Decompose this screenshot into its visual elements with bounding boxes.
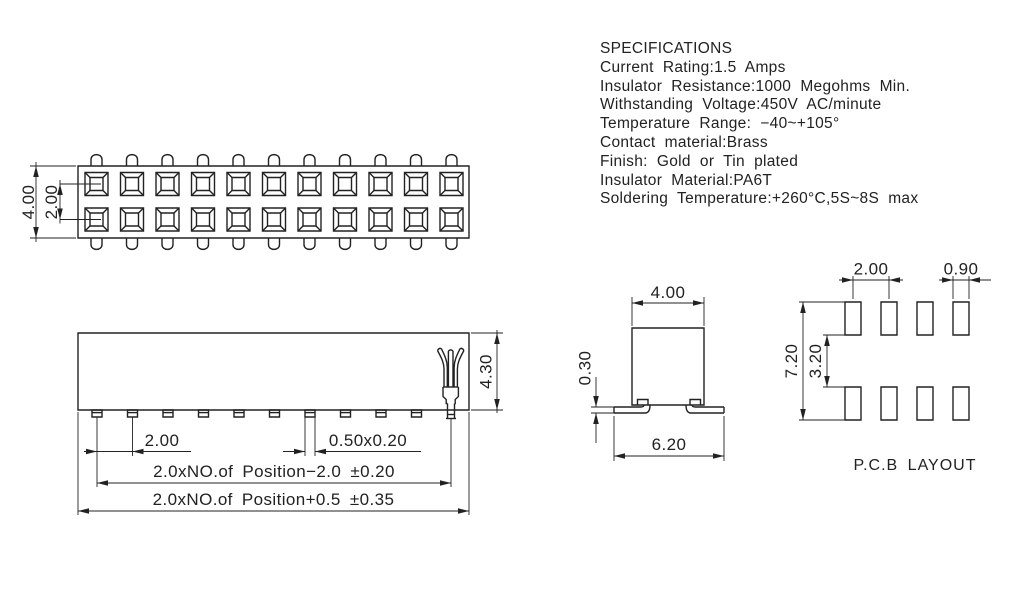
- side-view-dimensions: 4.00 0.30 6.20: [576, 283, 725, 461]
- specifications-title: SPECIFICATIONS: [600, 40, 733, 57]
- spec-line: Soldering Temperature:+260°C,5S~8S max: [600, 190, 919, 208]
- front-view-body-outline: [78, 333, 469, 410]
- front-view-solder-pins: [91, 409, 423, 418]
- dim-pcb-outer-height: 7.20: [782, 344, 801, 379]
- pcb-layout-label: P.C.B LAYOUT: [854, 457, 977, 474]
- side-view-body-outline: [632, 328, 704, 405]
- dim-pcb-pad-width: 0.90: [944, 260, 979, 279]
- dim-front-inner-span: 2.0xNO.of Position−2.0 ±0.20: [153, 462, 395, 481]
- side-view-smt-leads: [614, 405, 724, 413]
- pcb-layout: 7.20 3.20 2.00: [782, 260, 991, 474]
- specifications-block: SPECIFICATIONS Current Rating:1.5 Amps I…: [600, 40, 1000, 209]
- top-view-dimensions: 4.00 2.00: [19, 162, 101, 242]
- top-view-mounting-tabs: [90, 153, 458, 251]
- dim-top-total-height: 4.00: [19, 185, 38, 220]
- pcb-layout-dimensions: 7.20 3.20 2.00: [782, 260, 991, 421]
- dim-front-pitch: 2.00: [145, 431, 180, 450]
- top-view-contact-hole-grid: [84, 171, 464, 232]
- front-view-dimensions: 4.30 2.00 0.50x0.20: [78, 330, 503, 515]
- spec-line: Finish: Gold or Tin plated: [600, 152, 799, 170]
- dim-top-row-pitch: 2.00: [42, 185, 61, 220]
- dim-front-body-height: 4.30: [477, 354, 496, 389]
- front-view: 4.30 2.00 0.50x0.20: [78, 330, 503, 515]
- spec-line: Insulator Resistance:1000 Megohms Min.: [600, 77, 911, 95]
- spec-line: Contact material:Brass: [600, 133, 768, 151]
- fork-contact-detail: [438, 348, 464, 418]
- dim-front-pin-section: 0.50x0.20: [329, 431, 407, 450]
- side-view: 4.00 0.30 6.20: [576, 283, 725, 461]
- pcb-pads: [845, 302, 969, 420]
- spec-line: Current Rating:1.5 Amps: [600, 58, 786, 76]
- spec-line: Temperature Range: −40~+105°: [600, 115, 840, 133]
- spec-line: Insulator Material:PA6T: [600, 171, 773, 189]
- dim-pcb-inner-gap: 3.20: [806, 344, 825, 379]
- dim-front-outer-span: 2.0xNO.of Position+0.5 ±0.35: [153, 490, 395, 509]
- spec-line: Withstanding Voltage:450V AC/minute: [600, 96, 882, 114]
- dim-side-lead-thickness: 0.30: [576, 351, 595, 386]
- top-view-body-outline: [78, 166, 469, 238]
- dim-side-body-width: 4.00: [651, 283, 686, 302]
- dim-pcb-pad-pitch: 2.00: [854, 260, 889, 279]
- top-view: 4.00 2.00: [19, 153, 469, 251]
- dim-side-lead-span: 6.20: [652, 435, 687, 454]
